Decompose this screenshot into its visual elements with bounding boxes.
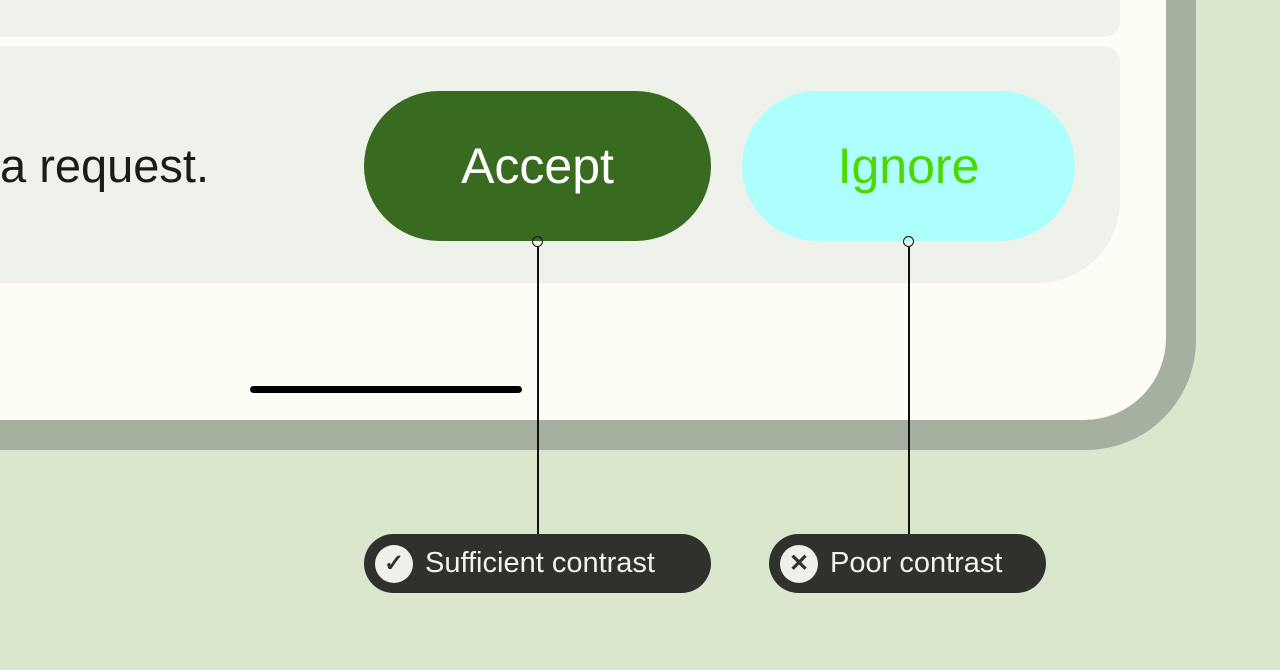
callout-dot-accept	[532, 236, 543, 247]
previous-card	[0, 0, 1120, 37]
home-indicator[interactable]	[250, 386, 522, 393]
request-message: a request.	[0, 139, 210, 192]
callout-line-ignore	[908, 247, 910, 534]
poor-contrast-text: Poor contrast	[830, 547, 1003, 579]
callout-line-accept	[537, 247, 539, 534]
close-icon: ✕	[780, 544, 818, 583]
callout-dot-ignore	[903, 236, 914, 247]
ignore-button[interactable]: Ignore	[742, 91, 1075, 241]
check-icon: ✓	[375, 544, 413, 583]
sufficient-contrast-label: ✓ Sufficient contrast	[364, 534, 711, 593]
poor-contrast-label: ✕ Poor contrast	[769, 534, 1046, 593]
sufficient-contrast-text: Sufficient contrast	[425, 547, 655, 579]
accept-button[interactable]: Accept	[364, 91, 711, 241]
